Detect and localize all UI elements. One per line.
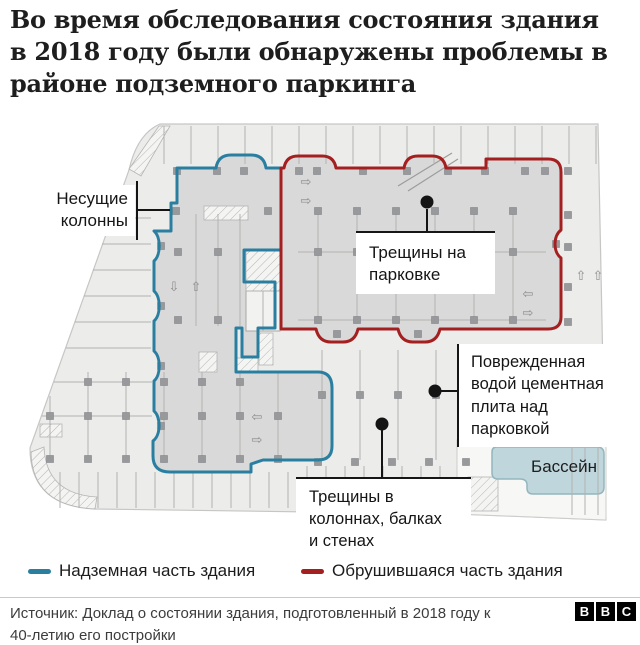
bbc-logo-letter: C (617, 602, 636, 621)
svg-text:⇨: ⇨ (252, 433, 263, 448)
bbc-logo-letter: B (575, 602, 594, 621)
direction-arrow-icons: ⇨ ⇨ ⇩ ⇧ ⇦ ⇨ ⇧ ⇧ ⇦ ⇨ (169, 175, 604, 448)
callout-connectors (136, 181, 457, 477)
hatched-structure-pool (467, 476, 499, 512)
svg-text:⇦: ⇦ (523, 287, 534, 302)
legend-swatch-above-ground (28, 569, 51, 574)
label-bearing-columns: Несущие колонны (40, 185, 135, 237)
svg-text:⇦: ⇦ (252, 410, 263, 425)
label-cracks-columns: Трещины в колоннах, балках и стенах (296, 477, 471, 557)
bbc-logo-letter: B (596, 602, 615, 621)
legend-item-above-ground: Надземная часть здания (28, 561, 255, 581)
bbc-logo: B B C (575, 602, 636, 621)
svg-text:⇧: ⇧ (576, 269, 587, 284)
hatched-ramp-bottomleft (30, 446, 98, 510)
legend-label: Обрушившаяся часть здания (332, 561, 563, 580)
ramp-line (407, 158, 459, 192)
pool-shape (491, 446, 605, 495)
callout-dot-cracks-columns (375, 417, 389, 431)
label-cracks-parking: Трещины на парковке (356, 231, 495, 295)
svg-text:⇧: ⇧ (191, 280, 202, 295)
callout-dot-cracks-parking (420, 195, 434, 209)
source-credit: Источник: Доклад о состоянии здания, под… (10, 605, 491, 645)
footer-divider (0, 597, 640, 598)
svg-text:⇨: ⇨ (301, 175, 312, 190)
pool-area (456, 436, 607, 521)
legend-item-collapsed: Обрушившаяся часть здания (301, 561, 563, 581)
legend-swatch-collapsed (301, 569, 324, 574)
hatched-structure-left (39, 423, 63, 438)
callout-dot-damaged-slab (428, 384, 442, 398)
pool-label: Бассейн (531, 457, 597, 476)
legend-label: Надземная часть здания (59, 561, 256, 580)
svg-text:⇧: ⇧ (593, 269, 604, 284)
svg-text:⇨: ⇨ (523, 306, 534, 321)
svg-text:⇨: ⇨ (301, 194, 312, 209)
page-title: Во время обследования состояния здания в… (10, 5, 608, 99)
hatched-ramp-topleft (128, 125, 171, 177)
label-damaged-slab: Поврежденная водой цементная плита над п… (457, 344, 631, 447)
svg-text:⇩: ⇩ (169, 280, 180, 295)
